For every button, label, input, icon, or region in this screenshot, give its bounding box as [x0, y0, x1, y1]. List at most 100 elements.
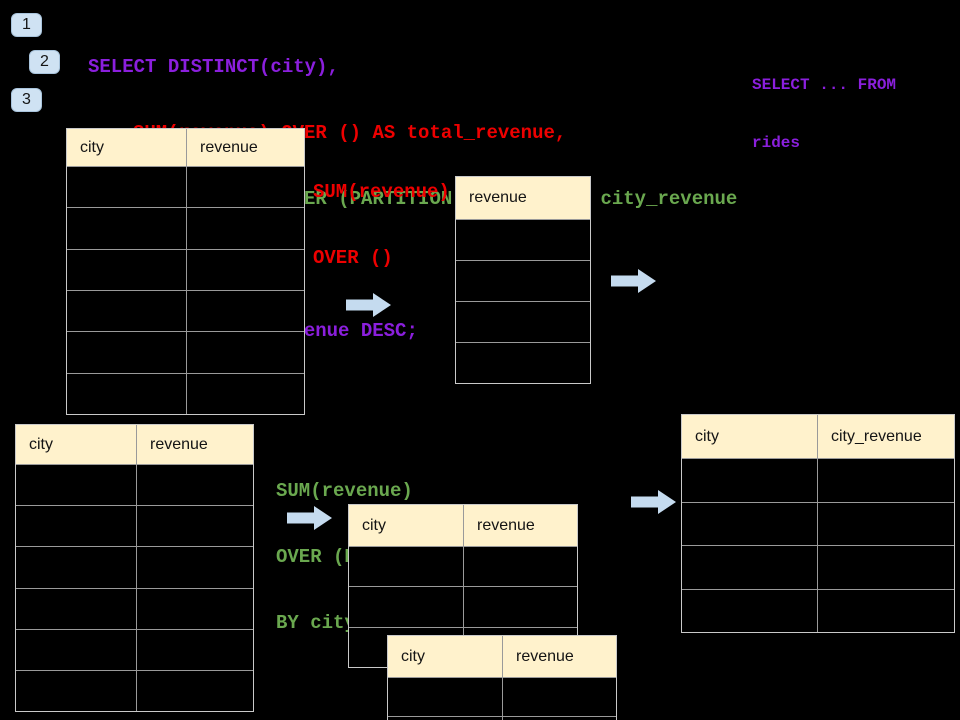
table-header-row: city revenue	[67, 129, 304, 166]
table-cell	[187, 250, 304, 290]
table-cell	[187, 374, 304, 414]
table-cell	[503, 678, 616, 716]
table-header-row: city revenue	[16, 425, 253, 464]
sql-line-select: SELECT DISTINCT(city),	[88, 56, 339, 78]
table-cell	[16, 670, 137, 712]
table-row	[456, 260, 590, 301]
table-row	[67, 331, 304, 373]
table-cell	[456, 343, 590, 383]
table-cell	[464, 547, 577, 586]
table-row	[349, 546, 577, 587]
table-cell	[137, 630, 253, 670]
table-cell	[682, 459, 818, 502]
sql-side-line: SELECT ... FROM	[752, 76, 897, 94]
table-cell	[464, 587, 577, 626]
column-header: city	[388, 636, 503, 677]
source-table-bottom: city revenue	[15, 424, 254, 712]
table-cell	[187, 208, 304, 248]
table-cell	[137, 547, 253, 587]
table-cell	[16, 547, 137, 588]
table-row	[16, 464, 253, 506]
flow-arrow-icon	[631, 490, 676, 514]
table-header-row: revenue	[456, 177, 590, 219]
table-header-row: city city_revenue	[682, 415, 954, 458]
table-header-row: city revenue	[349, 505, 577, 546]
table-row	[67, 289, 304, 332]
table-row	[456, 219, 590, 260]
table-cell	[818, 546, 954, 589]
label-line: SUM(revenue)	[276, 480, 413, 502]
column-header: revenue	[477, 516, 535, 534]
source-table-top: city revenue	[66, 128, 305, 415]
table-cell	[137, 589, 253, 629]
table-row	[456, 301, 590, 342]
table-cell	[16, 506, 137, 547]
table-cell	[187, 167, 304, 207]
table-row	[67, 248, 304, 290]
column-header: revenue	[516, 647, 574, 665]
city-revenue-table: city city_revenue	[681, 414, 955, 633]
table-cell	[16, 588, 137, 629]
table-row	[456, 342, 590, 383]
flow-arrow-icon	[346, 293, 391, 317]
table-row	[16, 669, 253, 712]
table-row	[388, 716, 616, 720]
step-3-badge: 3	[11, 88, 42, 112]
table-row	[67, 166, 304, 208]
table-cell	[137, 506, 253, 546]
table-cell	[818, 590, 954, 633]
table-cell	[67, 249, 187, 290]
table-cell	[456, 261, 590, 301]
table-cell	[67, 290, 187, 332]
flow-arrow-icon	[611, 269, 656, 293]
column-header: city	[682, 415, 818, 458]
table-row	[682, 545, 954, 589]
flow-arrow-icon	[287, 506, 332, 530]
table-cell	[67, 208, 187, 249]
label-line: SUM(revenue)	[313, 181, 450, 203]
column-header: city_revenue	[831, 427, 922, 445]
table-cell	[137, 671, 253, 711]
table-header-row: city revenue	[388, 636, 616, 677]
table-cell	[818, 459, 954, 502]
table-cell	[349, 547, 464, 587]
table-cell	[388, 678, 503, 716]
table-cell	[67, 373, 187, 414]
table-row	[682, 588, 954, 633]
table-cell	[349, 587, 464, 627]
partitioned-table-front: city revenue	[387, 635, 617, 720]
column-header: city	[349, 505, 464, 546]
table-cell	[137, 465, 253, 505]
table-cell	[682, 589, 818, 632]
sql-snippet-side: SELECT ... FROM rides	[752, 38, 896, 190]
table-cell	[67, 167, 187, 208]
table-row	[16, 546, 253, 588]
label-total-revenue: SUM(revenue) OVER ()	[313, 137, 450, 313]
column-header: revenue	[469, 189, 527, 206]
table-cell	[818, 503, 954, 546]
sql-side-line: rides	[752, 134, 801, 152]
column-header: revenue	[200, 138, 258, 156]
column-header: city	[16, 425, 137, 464]
table-row	[16, 628, 253, 670]
table-cell	[388, 717, 503, 720]
table-row	[682, 501, 954, 546]
label-line: OVER ()	[313, 247, 393, 269]
table-row	[388, 677, 616, 716]
step-1-badge: 1	[11, 13, 42, 37]
table-cell	[456, 302, 590, 342]
table-cell	[187, 332, 304, 372]
total-revenue-table: revenue	[455, 176, 591, 384]
table-row	[67, 207, 304, 249]
table-row	[67, 372, 304, 414]
table-row	[16, 505, 253, 547]
table-cell	[16, 465, 137, 506]
table-row	[16, 587, 253, 629]
table-row	[349, 586, 577, 627]
table-cell	[187, 291, 304, 331]
column-header: revenue	[150, 435, 208, 453]
table-cell	[456, 220, 590, 260]
table-cell	[682, 502, 818, 545]
table-cell	[682, 546, 818, 589]
